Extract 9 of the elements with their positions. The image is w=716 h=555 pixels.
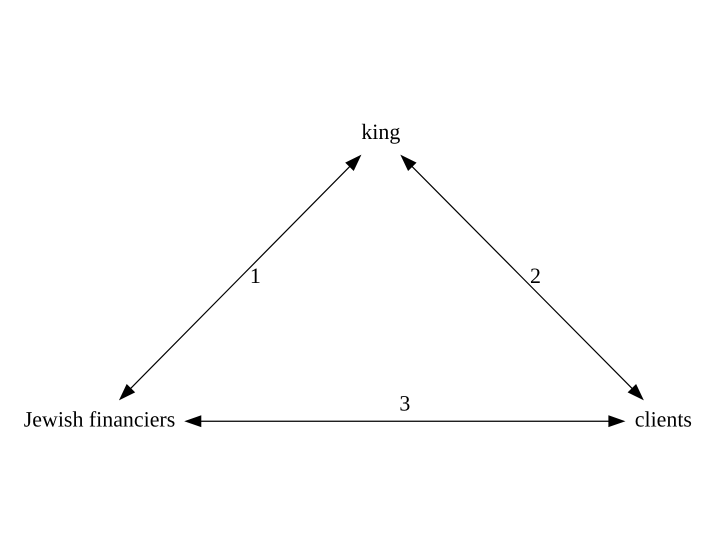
edge-label: 2 xyxy=(530,262,541,288)
arrow xyxy=(118,154,362,400)
node-text: Jewish financiers xyxy=(24,406,176,432)
edge-label: 3 xyxy=(399,390,410,416)
node-text: king xyxy=(361,119,400,144)
node-text: clients xyxy=(634,406,692,432)
edge-label: 1 xyxy=(250,262,261,288)
arrow xyxy=(184,415,626,428)
arrow xyxy=(400,154,644,400)
